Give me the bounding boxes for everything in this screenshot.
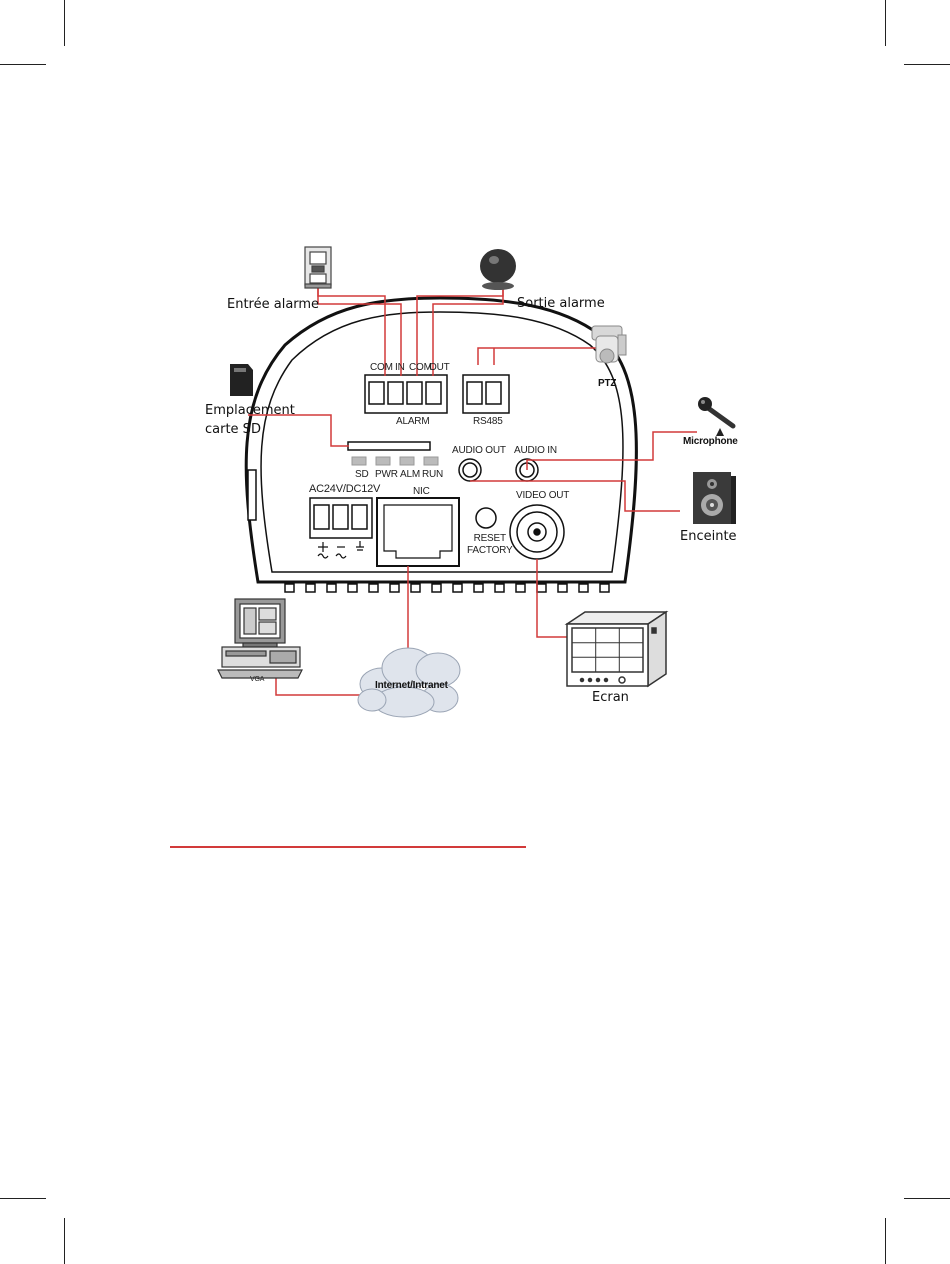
label-power: AC24V/DC12V xyxy=(309,483,380,495)
alarm-output-siren-icon xyxy=(480,249,516,290)
label-video-out: VIDEO OUT xyxy=(516,490,569,501)
label-alarm-block: ALARM xyxy=(396,416,429,427)
terminal-label-out: OUT xyxy=(429,362,450,373)
label-ptz: PTZ xyxy=(598,378,616,389)
sd-card-slot xyxy=(348,442,430,450)
alarm-input-sensor-icon xyxy=(305,247,331,288)
red-divider xyxy=(170,846,526,848)
nic-port xyxy=(377,498,459,566)
rs485-terminal-block xyxy=(463,375,509,413)
alarm-terminal-block xyxy=(365,375,447,413)
ptz-camera-icon xyxy=(592,326,626,363)
led-label-sd: SD xyxy=(355,469,369,480)
power-terminal-block xyxy=(310,498,372,538)
reset-button xyxy=(476,508,496,528)
led-label-pwr: PWR xyxy=(375,469,398,480)
speaker-icon xyxy=(693,472,736,524)
computer-icon xyxy=(218,599,302,678)
label-audio-out: AUDIO OUT xyxy=(452,445,506,456)
terminal-label-com-1: COM xyxy=(370,362,393,373)
label-nic: NIC xyxy=(413,486,430,497)
led-label-run: RUN xyxy=(422,469,443,480)
label-internet: Internet/Intranet xyxy=(375,680,448,691)
led-label-alm: ALM xyxy=(400,469,420,480)
label-vga: VGA xyxy=(250,676,264,683)
camera-feet xyxy=(285,584,609,592)
screen-monitor-icon xyxy=(567,612,666,686)
label-alarm-output: Sortie alarme xyxy=(517,296,605,311)
label-speaker: Enceinte xyxy=(680,529,737,544)
terminal-label-in: IN xyxy=(395,362,405,373)
video-out-bnc xyxy=(510,505,564,559)
label-rs485: RS485 xyxy=(473,416,503,427)
label-audio-in: AUDIO IN xyxy=(514,445,557,456)
label-reset-factory: RESET FACTORY xyxy=(467,533,512,557)
microphone-icon xyxy=(698,397,733,436)
label-sd-slot: Emplacement carte SD xyxy=(205,401,295,439)
sd-card-icon xyxy=(230,364,253,396)
label-screen: Ecran xyxy=(592,690,629,705)
label-microphone: Microphone xyxy=(683,436,738,447)
label-alarm-input: Entrée alarme xyxy=(227,297,319,312)
